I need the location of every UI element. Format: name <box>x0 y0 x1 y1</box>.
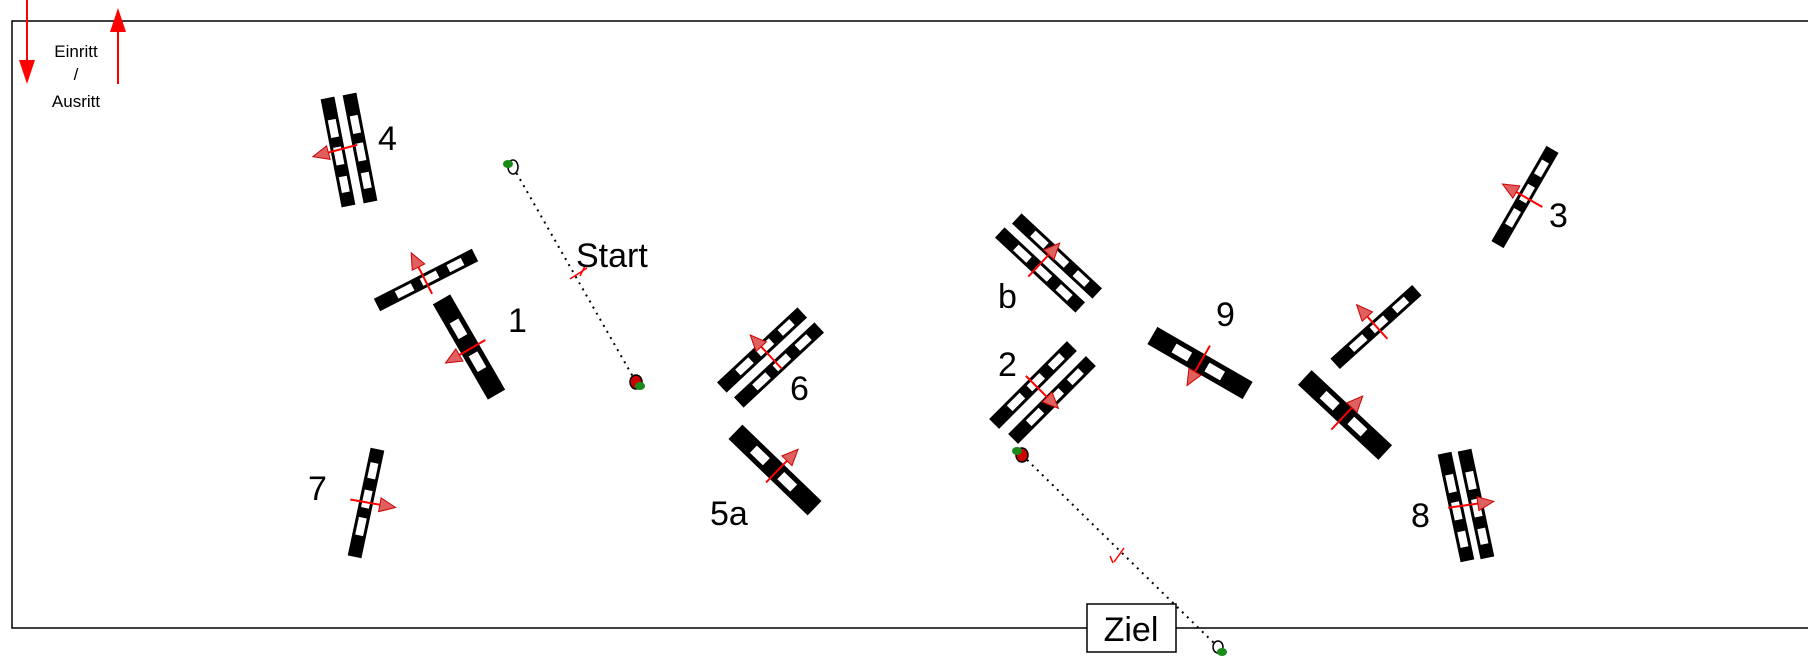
finish-label: Ziel <box>1104 611 1159 649</box>
start-line: Start <box>503 159 648 390</box>
obstacle-5a-label: 5a <box>710 495 748 533</box>
finish-line: Ziel <box>1012 447 1227 656</box>
obstacle-6: 6 <box>717 307 824 408</box>
obstacle-7-label: 7 <box>308 470 327 508</box>
entry-label-2: / <box>74 65 79 84</box>
obstacle-right-upper <box>1330 284 1422 370</box>
obstacle-3: 3 <box>1491 145 1568 249</box>
entry-exit-marker: Einritt / Ausritt <box>19 0 126 111</box>
obstacle-b: b <box>995 213 1102 316</box>
obstacle-b-label: b <box>998 278 1017 316</box>
obstacle-9: 9 <box>1147 296 1253 400</box>
obstacle-1-label: 1 <box>508 302 527 340</box>
obstacle-5a: 5a <box>710 424 822 533</box>
finish-box <box>1086 603 1177 653</box>
entry-label-1: Einritt <box>54 42 98 61</box>
obstacle-8-label: 8 <box>1411 497 1430 535</box>
obstacle-9-label: 9 <box>1216 296 1235 334</box>
obstacle-4-label: 4 <box>378 120 397 158</box>
obstacle-2-label: 2 <box>998 346 1017 384</box>
obstacle-3-label: 3 <box>1549 197 1568 235</box>
arena-border <box>11 20 1808 629</box>
obstacle-8: 8 <box>1411 448 1496 563</box>
obstacle-right-lower <box>1297 370 1393 460</box>
entry-label-3: Ausritt <box>52 92 100 111</box>
obstacle-7: 7 <box>308 447 398 559</box>
obstacle-1: 1 <box>373 248 527 400</box>
obstacle-6-label: 6 <box>790 370 809 408</box>
start-label: Start <box>576 237 648 275</box>
obstacle-2: 2 <box>989 341 1096 444</box>
obstacle-4: 4 <box>310 92 397 208</box>
